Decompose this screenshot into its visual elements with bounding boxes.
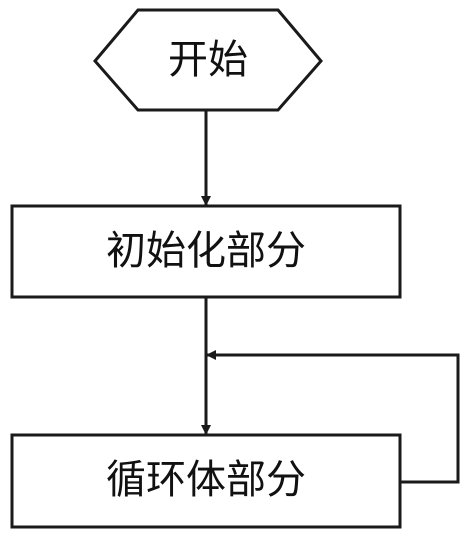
loop-node: 循环体部分 xyxy=(10,433,402,529)
init-node-label: 初始化部分 xyxy=(106,228,306,274)
start-node: 开始 xyxy=(93,8,323,112)
edge-feedback-loop xyxy=(206,350,460,484)
init-node: 初始化部分 xyxy=(10,204,402,299)
init-node-shape xyxy=(10,204,402,299)
start-node-label: 开始 xyxy=(168,37,248,83)
start-node-shape xyxy=(93,8,323,112)
loop-node-label: 循环体部分 xyxy=(106,457,306,503)
